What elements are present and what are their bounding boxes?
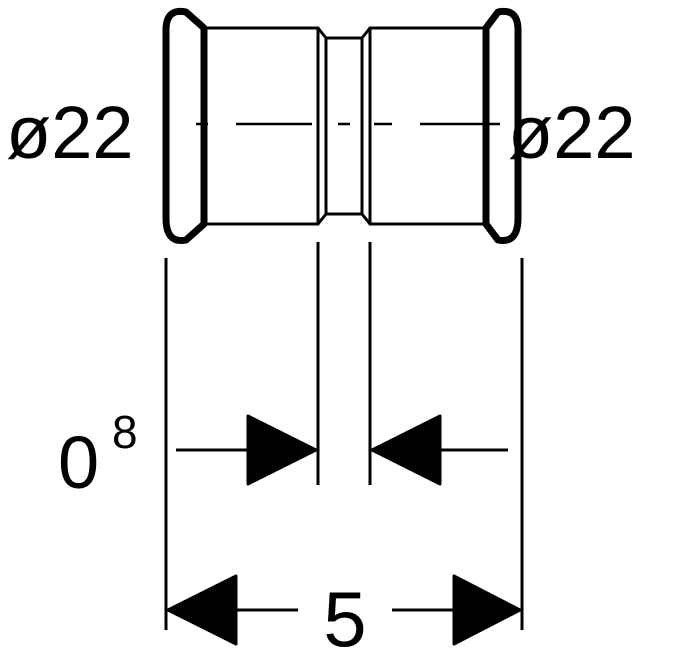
right-diameter-label: ø22	[508, 91, 636, 174]
body-top-edge	[202, 26, 488, 40]
overall-arrow-right	[452, 574, 522, 646]
gap-dimension	[176, 414, 508, 486]
left-flange	[162, 7, 208, 245]
overall-dimension	[166, 574, 522, 646]
gap-dimension-label: 0	[58, 421, 99, 504]
extension-lines	[164, 242, 524, 630]
gap-dimension-superscript: 8	[112, 406, 138, 458]
overall-dimension-label: 5	[323, 575, 366, 656]
body-bottom-edge	[202, 212, 488, 226]
gap-arrow-left	[246, 414, 318, 486]
coupling-body	[162, 7, 522, 245]
gap-arrow-right	[370, 414, 442, 486]
overall-arrow-left	[166, 574, 238, 646]
left-diameter-label: ø22	[6, 91, 134, 174]
right-flange	[482, 7, 522, 245]
